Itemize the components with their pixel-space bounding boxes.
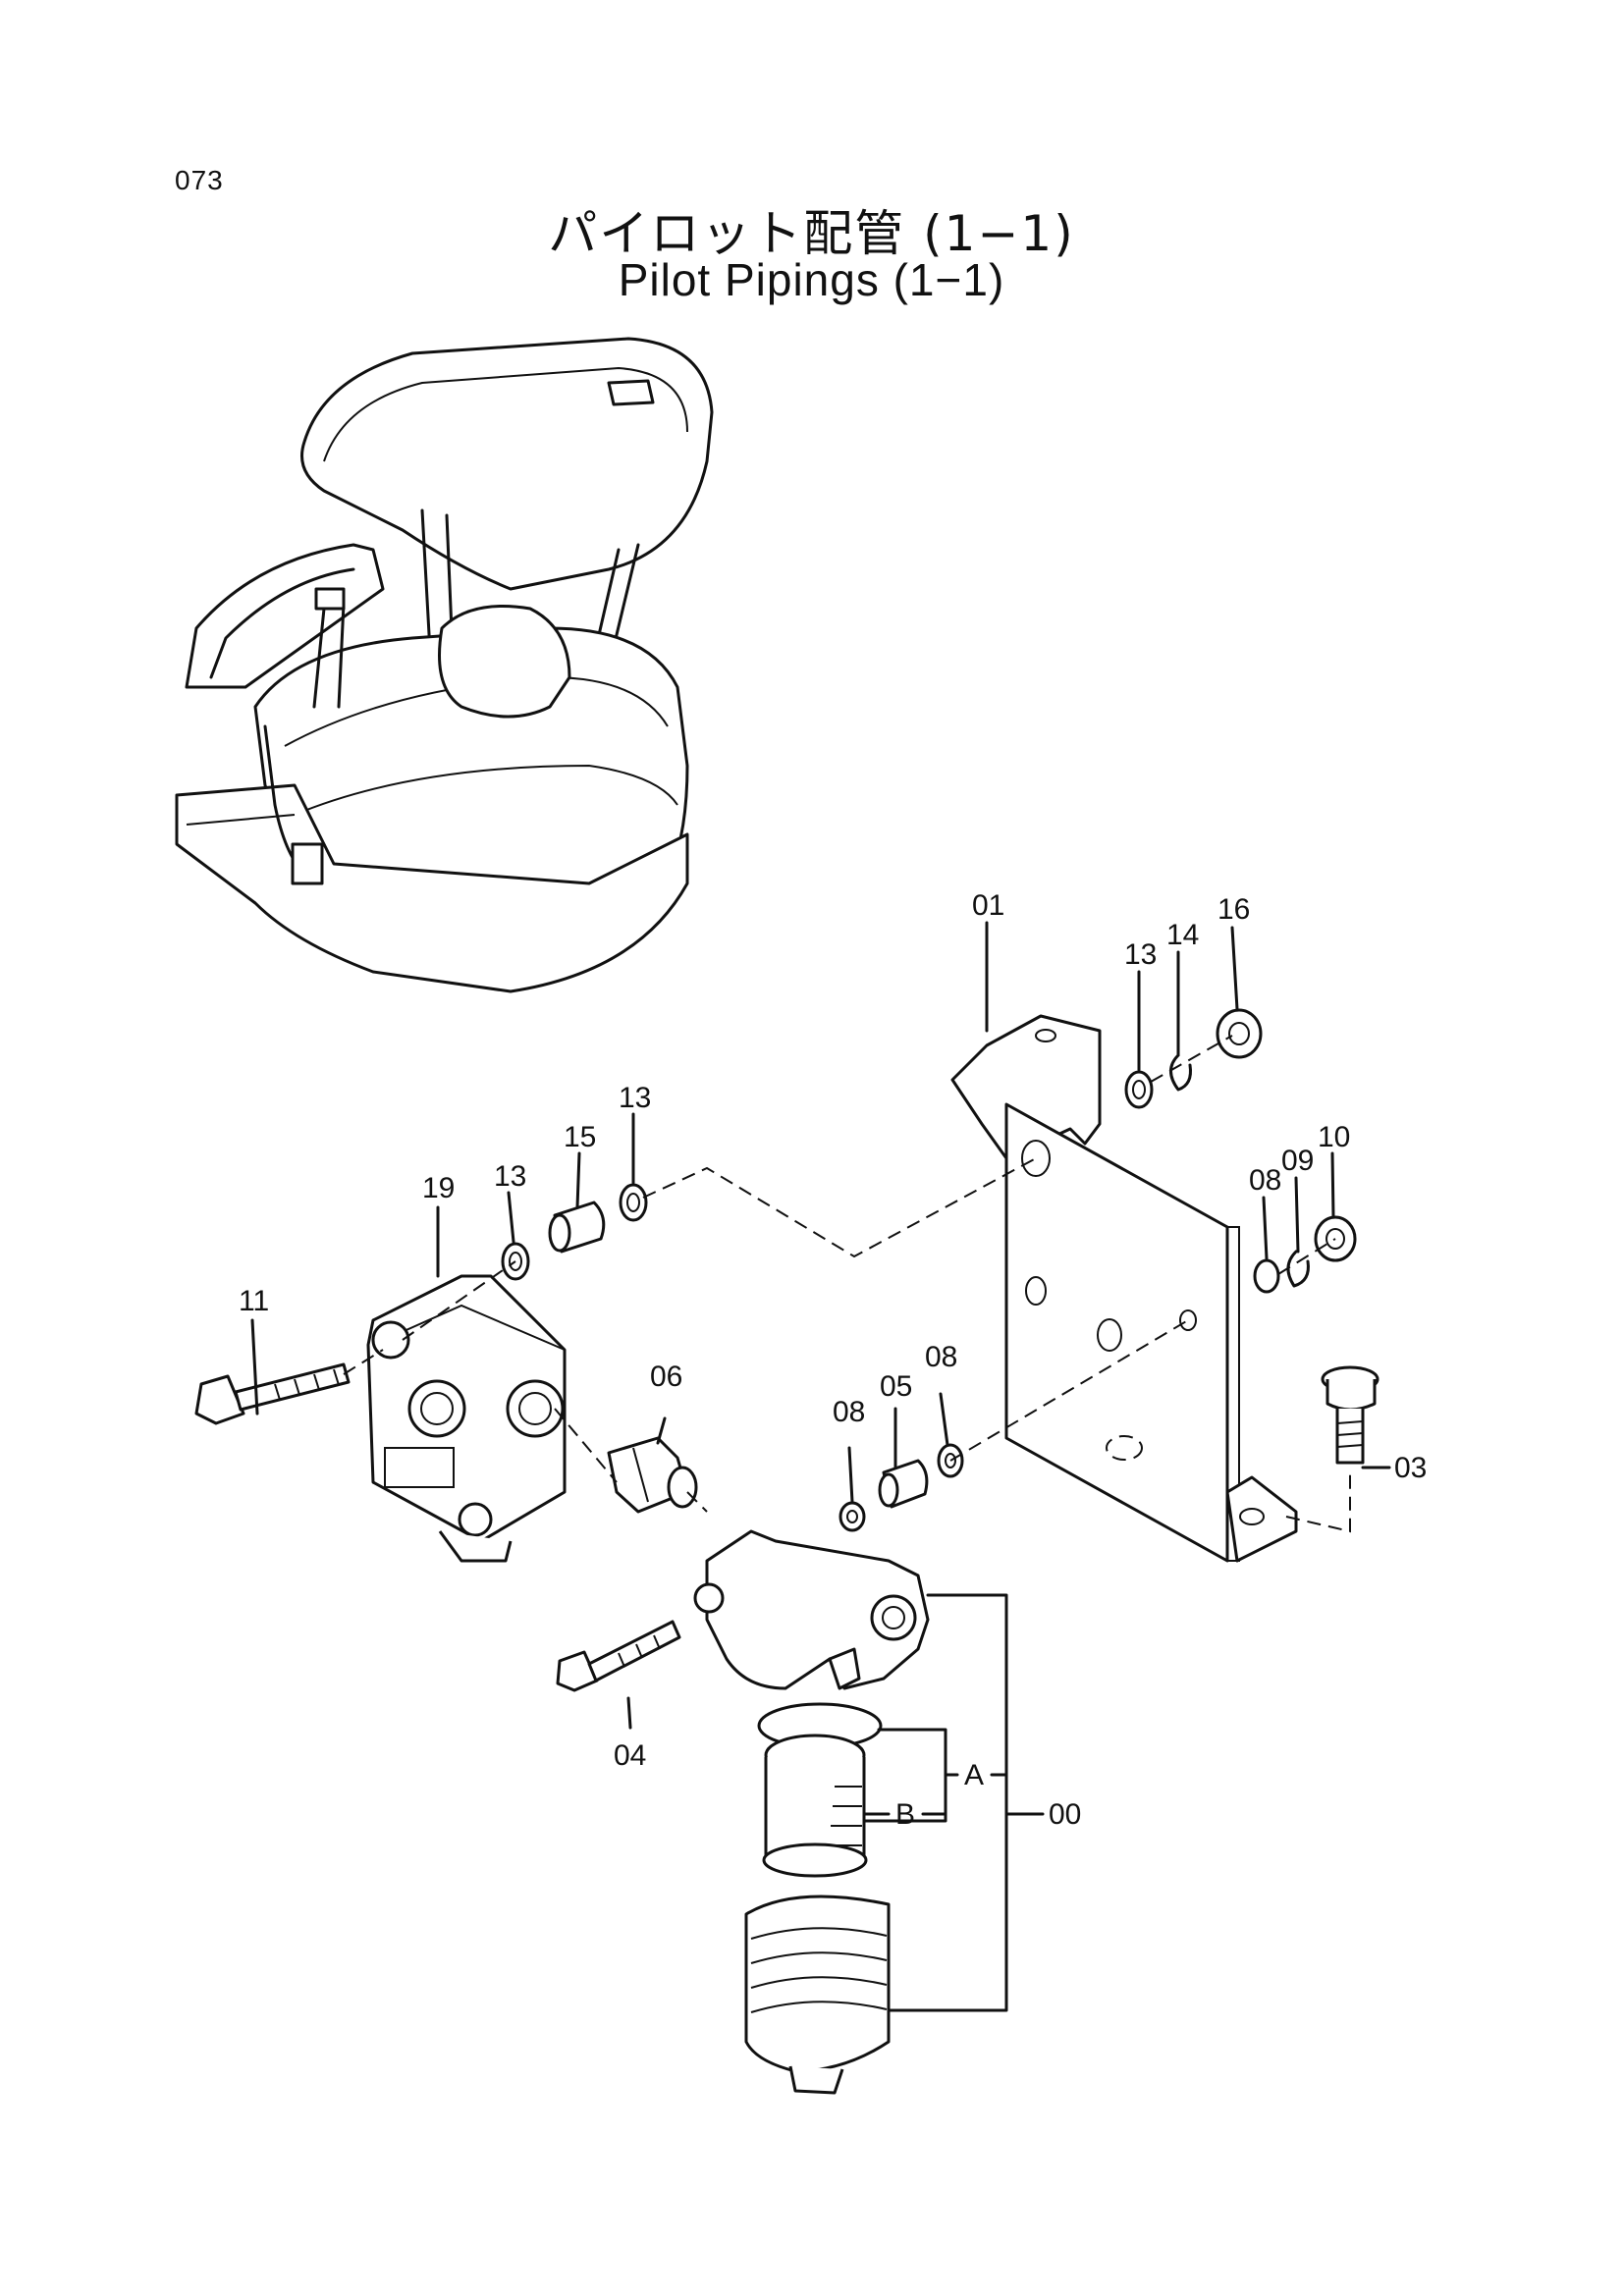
title-english: Pilot Pipings (1−1) (618, 254, 1005, 305)
bolt-03 (1321, 1365, 1380, 1465)
callout-05: 05 (880, 1370, 912, 1403)
callout-03: 03 (1394, 1452, 1427, 1484)
title-japanese: パイロット配管 (1−1) (548, 205, 1075, 262)
bolt-04 (556, 1620, 681, 1692)
callout-04: 04 (614, 1739, 646, 1772)
callout-13: 13 (494, 1160, 526, 1193)
callout-19: 19 (422, 1172, 455, 1204)
bolt-11 (194, 1362, 351, 1425)
callout-10: 10 (1318, 1121, 1350, 1153)
callout-labels: 01 13 14 16 13 15 13 19 08 09 10 11 06 0… (239, 889, 1427, 1831)
callout-B: B (895, 1798, 915, 1831)
bracket-01 (950, 1014, 1298, 1563)
callout-13: 13 (619, 1082, 651, 1114)
spacer-set-13-15 (501, 1183, 648, 1281)
fitting-06 (607, 1436, 698, 1514)
callout-08: 08 (925, 1341, 957, 1373)
callout-13: 13 (1124, 938, 1157, 971)
callout-11: 11 (239, 1285, 269, 1317)
valve-block-19 (366, 1274, 567, 1563)
callout-08: 08 (1249, 1164, 1281, 1197)
callout-14: 14 (1166, 919, 1199, 951)
callout-16: 16 (1217, 893, 1250, 926)
callout-08: 08 (833, 1396, 865, 1428)
page-number: 073 (175, 165, 224, 195)
callout-A: A (964, 1759, 984, 1791)
callout-15: 15 (564, 1121, 596, 1153)
spacer-set-08-05 (839, 1443, 964, 1532)
leader-lines (250, 921, 1391, 2012)
callout-09: 09 (1281, 1145, 1314, 1177)
filter-element-and-bowl (744, 1702, 891, 2095)
callout-00: 00 (1049, 1798, 1081, 1831)
filter-head (693, 1529, 930, 1690)
callout-06: 06 (650, 1361, 682, 1393)
callout-01: 01 (972, 889, 1004, 922)
machine-overview-illustration (175, 337, 714, 993)
